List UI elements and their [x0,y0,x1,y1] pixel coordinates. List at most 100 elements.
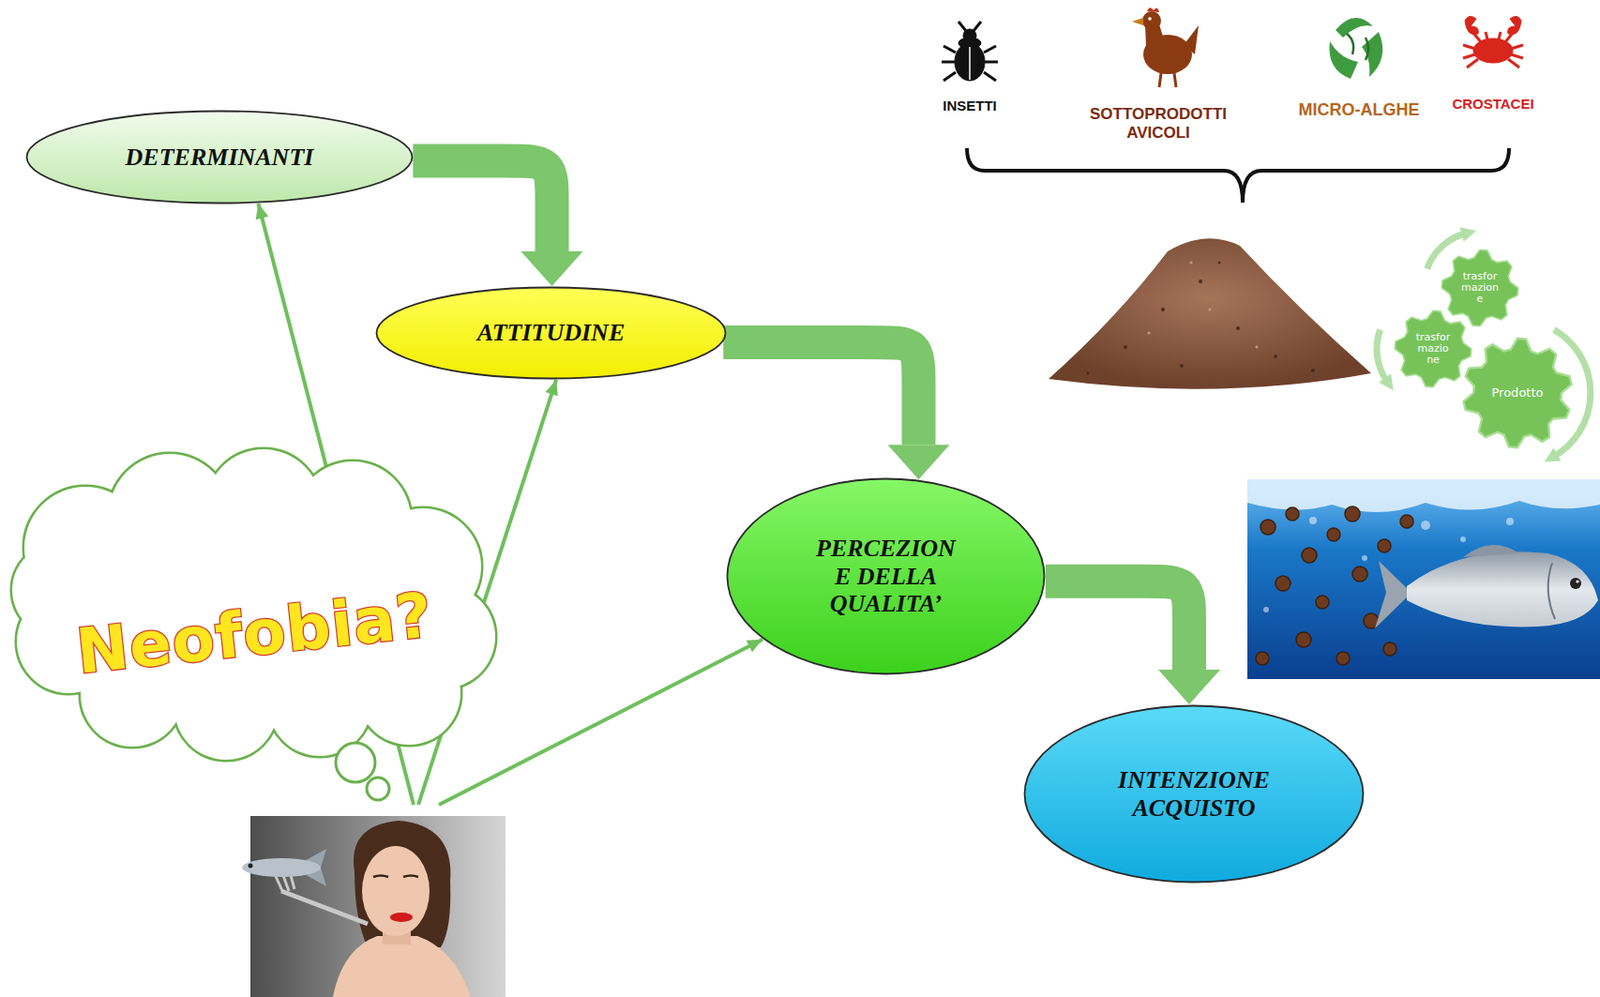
fish-feed-picture [1296,632,1312,648]
process-gear: Prodotto [1461,336,1574,450]
powder-pile [1273,354,1278,359]
powder-pile [1189,260,1193,264]
node-label: INTENZIONE ACQUISTO [1113,766,1275,823]
process-gear: trasfor mazio ne [1393,309,1473,389]
poultry-icon [1132,17,1144,26]
gear-outline [1464,338,1572,448]
powder-pile [1161,307,1165,312]
fish-feed-picture [1352,566,1368,582]
ellipse-outline [1025,706,1364,883]
node-label: trasfor mazio ne [1411,332,1454,366]
insect-icon [941,21,998,81]
icon-caption: MICRO-ALGHE [1298,100,1420,121]
powder-pile [1311,368,1315,373]
powder-pile [1086,261,1316,376]
crab-icon [1508,15,1522,34]
powder-pile [1048,238,1372,389]
fish-feed-picture [1374,560,1412,629]
node-label: Prodotto [1492,386,1544,400]
cloud-outline [12,449,496,760]
fish-feed-picture [1463,544,1520,558]
powder-pile [1207,307,1211,311]
fish-feed-picture [1247,479,1600,680]
crab-icon [1463,15,1524,68]
algae-icon [1346,33,1369,61]
fish-feed-picture [1275,575,1291,591]
powder-pile [1254,345,1258,348]
ellipse-outline [727,479,1045,675]
poultry-icon [1183,25,1199,55]
woman-picture [241,858,321,877]
fish-feed-picture [1263,606,1269,613]
icon-caption: SOTTOPRODOTTI AVICOLI [1089,105,1227,144]
woman-picture [390,912,413,922]
node-label: trasfor mazion e [1458,271,1501,305]
cloud-outline [12,449,496,760]
fish-feed-picture [1327,528,1341,542]
gear-outline [1441,249,1518,326]
insect-icon [954,43,985,81]
cloud-outline [366,777,390,800]
fish-feed-picture [1285,507,1299,521]
powder-pile [1123,345,1128,349]
flow-arrow [1045,581,1190,670]
poultry-icon [1147,16,1152,21]
powder-pile [1236,326,1240,331]
poultry-icon [1159,73,1177,88]
fish-feed-picture [1336,651,1350,665]
powder-pile [1086,372,1090,376]
fish-feed-picture [1260,519,1276,535]
node-label: PERCEZION E DELLA QUALITA’ [810,534,962,619]
fish-feed-picture [1406,551,1599,627]
powder-pile [1218,261,1222,265]
poultry-icon [1142,11,1162,31]
woman-picture [373,875,419,878]
icon-caption: INSETTI [942,97,997,115]
woman-picture [250,815,506,997]
fish-feed-picture [1255,651,1269,665]
flow-arrow [412,161,552,252]
fish-feed-picture [1575,579,1579,583]
fish-feed-picture [1344,506,1360,522]
powder-pile [1147,260,1258,348]
woman-picture [248,863,254,869]
fish-feed-picture [1506,517,1514,526]
process-gear: trasfor mazion e [1440,248,1520,328]
node-label: DETERMINANTI [125,143,315,172]
cloud-outline [335,742,376,783]
fish-feed-picture [1377,539,1391,553]
cycle-arrow [1376,233,1591,457]
cloud-outline [67,500,443,717]
concept-ellipse: ATTITUDINE [375,286,727,380]
concept-ellipse: PERCEZION E DELLA QUALITA’ [725,477,1046,676]
crab-icon [1463,31,1524,68]
node-label: ATTITUDINE [477,318,625,348]
fish-feed-picture [1460,536,1466,543]
insect-icon [941,21,998,81]
gear-outline [1394,310,1471,387]
fish-feed-picture [1309,516,1317,525]
poultry-icon [1147,7,1160,13]
woman-picture [241,815,506,997]
concept-ellipse: DETERMINANTI [25,109,414,205]
woman-picture [332,935,471,997]
thought-cloud: Neofobia? [10,449,500,807]
cycle-arrow [1376,330,1388,382]
algae-icon [1328,17,1383,79]
fish-feed-picture [1247,479,1600,680]
cloud-outline [67,500,443,717]
fish-feed-picture [1247,479,1600,513]
fish-feed-picture [1548,562,1555,619]
woman-picture [362,845,430,936]
algae-icon [1335,17,1374,38]
poultry-icon [1132,7,1199,88]
fish-feed-picture [1383,642,1397,656]
concept-ellipse: INTENZIONE ACQUISTO [1023,704,1365,884]
fish-feed-picture [1400,514,1414,529]
powder-pile [1179,363,1184,368]
woman-picture [353,820,451,948]
flow-arrow [723,342,919,445]
powder-pile [1147,331,1150,334]
ellipse-outline [27,111,413,204]
